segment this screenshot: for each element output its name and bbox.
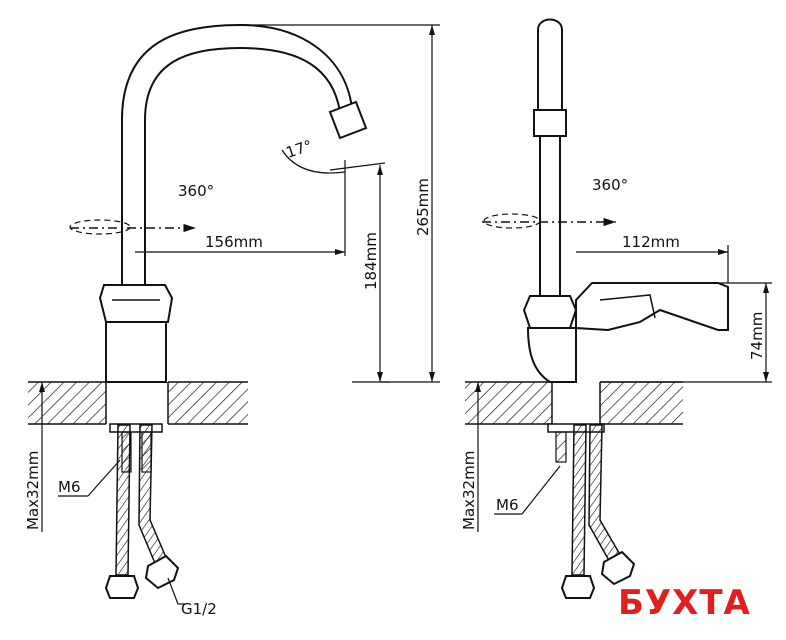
- right-height-label: 74mm: [748, 312, 766, 360]
- left-thickness-label: Max32mm: [24, 451, 42, 530]
- right-thickness-label: Max32mm: [460, 451, 478, 530]
- left-reach-label: 156mm: [205, 233, 263, 251]
- right-hose-1: [571, 424, 587, 576]
- right-view: 360° 112mm 74mm Max32mm M6: [460, 18, 772, 599]
- right-stud-label: M6: [496, 496, 519, 514]
- left-aerator: [328, 100, 368, 140]
- left-hose-nut-1: [104, 575, 140, 599]
- right-under-counter: [547, 423, 636, 599]
- left-stud-label: M6: [58, 478, 81, 496]
- left-rotation-label: 360°: [178, 182, 214, 200]
- left-angle-arc: [281, 149, 346, 174]
- right-spout-collar: [533, 109, 567, 137]
- right-countertop: [465, 381, 683, 425]
- left-body: [105, 321, 167, 383]
- right-hose-nut-2: [600, 550, 636, 586]
- right-hose-nut-1: [560, 575, 596, 599]
- left-hose-1: [115, 424, 131, 576]
- right-hose-2: [588, 424, 624, 566]
- left-rotation-arrow: [69, 219, 196, 235]
- right-rotation-label: 360°: [592, 176, 628, 194]
- right-reach-label: 112mm: [622, 233, 680, 251]
- right-spout: [537, 18, 563, 111]
- left-total-label: 265mm: [414, 178, 432, 236]
- left-hose-thread-label: G1/2: [181, 600, 217, 618]
- right-rotation-arrow: [482, 213, 616, 229]
- right-body: [526, 327, 577, 383]
- left-countertop: [28, 381, 248, 425]
- left-spout-nut: [98, 284, 174, 323]
- brand-watermark: БУХТА: [618, 583, 751, 623]
- left-hose-nut-2: [144, 554, 180, 590]
- left-hose-2: [138, 424, 169, 570]
- left-height-label: 184mm: [362, 232, 380, 290]
- left-under-counter: [104, 423, 180, 599]
- left-angle-label: 17°: [284, 136, 315, 161]
- left-view: 360° 156mm 17° 184mm 265mm Max32mm M6: [24, 23, 440, 618]
- right-spout-nut: [522, 295, 578, 329]
